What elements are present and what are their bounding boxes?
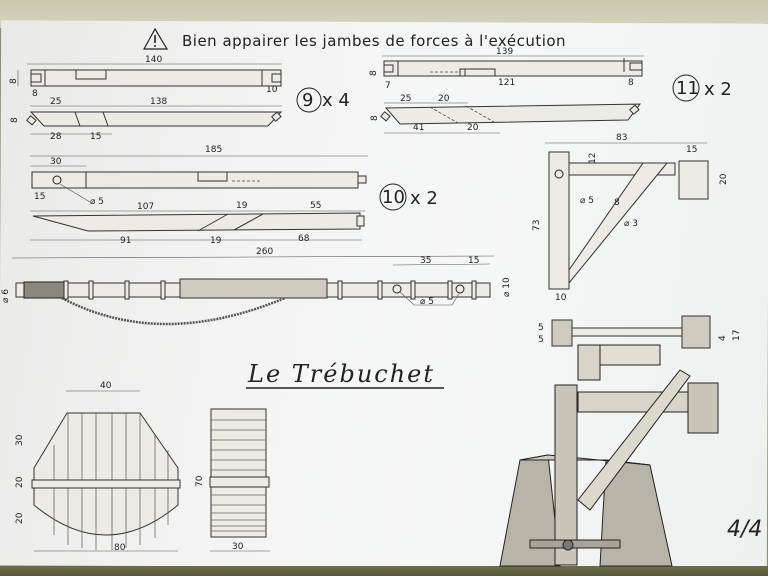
drawing-title: Le Trébuchet	[246, 360, 444, 389]
part-10-drawing: 185 30 15 ⌀ 5 107 19 55 91 19 68 10 x 2	[30, 145, 438, 246]
dim-axle-left-a: 5	[538, 323, 544, 333]
dim-frame-block-height: 20	[719, 173, 729, 185]
dim-10-top-b: 19	[236, 201, 248, 211]
dim-frame-offset-top: 12	[588, 153, 598, 164]
dim-frame-brace-pin: ⌀ 3	[624, 219, 638, 229]
dim-10-top-a: 107	[137, 202, 154, 212]
dim-arm-end-right: ⌀ 10	[502, 277, 512, 297]
part-9-label: 9	[302, 90, 313, 111]
axle-detail-drawing: 5 5 4 17	[538, 315, 742, 349]
dim-11-left-tenon: 7	[385, 81, 391, 91]
dim-frame-height: 73	[532, 220, 542, 231]
trebuchet-perspective-sketch	[499, 344, 719, 567]
dim-arm-spacing-a: 35	[420, 256, 431, 266]
counterweight-front-drawing: 40 30 20 20 80	[15, 381, 181, 553]
dim-9-length-top: 140	[145, 55, 162, 65]
dim-11-cut-a: 41	[413, 123, 424, 133]
dim-arm-spacing-b: 15	[468, 256, 479, 266]
dim-10-hole-diameter: ⌀ 5	[90, 197, 104, 207]
part-10-label: 10	[382, 187, 405, 208]
dim-11-right-tenon: 8	[628, 78, 634, 88]
dim-axle-right-a: 4	[718, 335, 728, 341]
header-note: Bien appairer les jambes de forces à l'e…	[142, 27, 566, 50]
dim-10-hole-offset: 30	[50, 157, 62, 167]
dim-11-cut-b: 20	[467, 123, 479, 133]
header-note-text: Bien appairer les jambes de forces à l'e…	[182, 32, 566, 50]
dim-frame-width: 83	[616, 133, 627, 143]
dim-10-bottom-c: 68	[298, 234, 310, 244]
page-number: 4/4	[727, 517, 762, 542]
dim-9-cut-a: 28	[50, 132, 62, 142]
dim-cw-side-width: 30	[232, 542, 244, 552]
title-text: Le Trébuchet	[247, 360, 435, 388]
dim-cw-side-height: 70	[195, 475, 205, 487]
dim-11-notch: 20	[438, 94, 450, 104]
dim-10-top-c: 55	[310, 201, 321, 211]
part-10-quantity: x 2	[410, 188, 438, 209]
dim-cw-top-width: 40	[100, 381, 112, 391]
dim-arm-length: 260	[256, 247, 273, 257]
part-11-quantity: x 2	[704, 79, 732, 100]
dim-9-left-tenon: 8	[32, 89, 38, 99]
dim-11-offset: 25	[400, 94, 411, 104]
dim-frame-post-width: 10	[555, 293, 567, 303]
dim-11-height-top: 8	[369, 70, 379, 76]
dim-axle-left-b: 5	[538, 335, 544, 345]
frame-detail-drawing: 83 15 12 20 73 ⌀ 5 8 ⌀ 3 10	[532, 133, 729, 303]
dim-arm-end-left: ⌀ 6	[1, 289, 11, 303]
arm-bands	[63, 280, 477, 300]
background-bottom-band	[0, 566, 768, 576]
dim-9-offset: 25	[50, 97, 61, 107]
part-11-drawing: 139 8 7 121 8 25 20 8 41 20 11 x 2	[369, 47, 732, 134]
dim-11-length-top: 139	[496, 47, 513, 57]
dim-9-cut-b: 15	[90, 132, 101, 142]
dim-cw-upper-height: 30	[15, 434, 25, 446]
dim-frame-pin-diameter: ⌀ 5	[580, 196, 594, 206]
dim-11-inner-length: 121	[498, 78, 515, 88]
part-11-label: 11	[676, 78, 699, 99]
part-9-drawing: 140 8 8 10 25 138 8 28 15 9 x 4	[9, 55, 350, 142]
dim-frame-brace-width: 8	[614, 198, 620, 208]
dim-9-length-bottom: 138	[150, 97, 167, 107]
dim-9-height-top: 8	[9, 78, 19, 84]
dim-10-length-top: 185	[205, 145, 222, 155]
warning-triangle-icon	[142, 27, 169, 50]
throwing-arm-drawing: 260 35 15 ⌀ 5 ⌀ 6 ⌀ 10	[1, 247, 512, 326]
dim-cw-lower-height: 20	[15, 512, 25, 524]
dim-10-hole-center: 15	[34, 192, 45, 202]
dim-9-right-tenon: 10	[266, 85, 278, 95]
dim-9-height-bottom: 8	[10, 117, 20, 123]
dim-10-bottom-a: 91	[120, 236, 131, 246]
dim-11-height-bottom: 8	[370, 115, 380, 121]
dim-10-bottom-b: 19	[210, 236, 222, 246]
dim-frame-block-width: 15	[686, 145, 697, 155]
dim-cw-width: 80	[114, 543, 126, 553]
dim-cw-band-height: 20	[15, 476, 25, 488]
part-9-quantity: x 4	[322, 90, 350, 111]
dim-axle-right-b: 17	[732, 330, 742, 341]
dim-arm-hole-diameter: ⌀ 5	[420, 297, 434, 307]
counterweight-side-drawing: 70 30	[195, 408, 270, 552]
